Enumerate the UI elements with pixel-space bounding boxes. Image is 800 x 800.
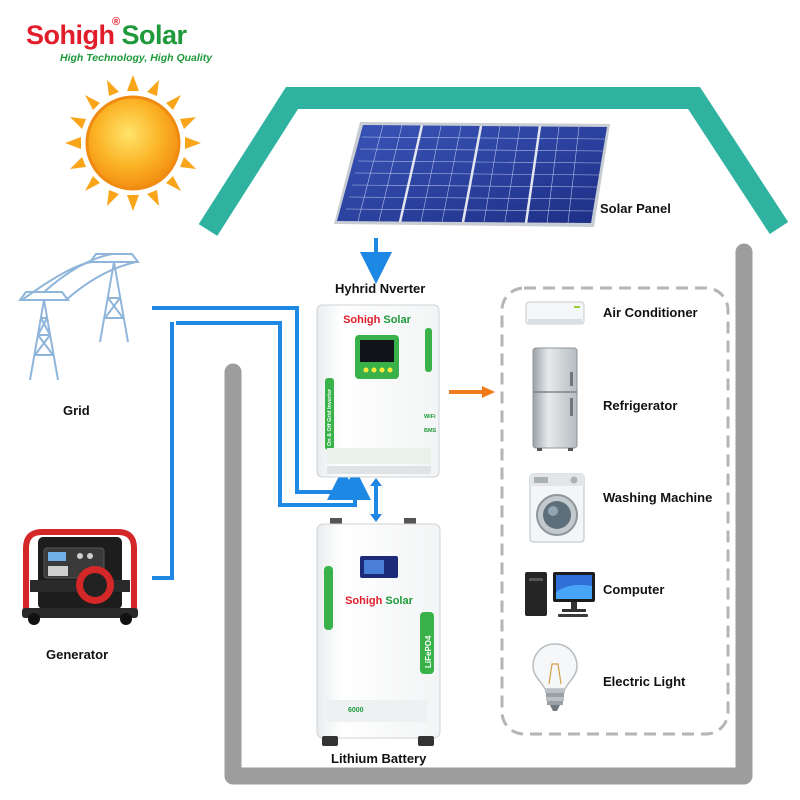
power-tower-icon (18, 253, 140, 381)
load-label-air-conditioner: Air Conditioner (603, 305, 698, 320)
load-label-refrigerator: Refrigerator (603, 398, 678, 413)
brand-name-part1: Sohigh (26, 20, 115, 50)
brand-name: Sohigh Solar (26, 20, 212, 50)
washing-machine-icon (529, 473, 585, 543)
load-label-computer: Computer (603, 582, 665, 597)
generator-label: Generator (46, 647, 109, 662)
solar-panel-icon (334, 122, 610, 227)
inverter-wifi-text: WiFi (424, 414, 436, 420)
generator-icon (22, 529, 138, 625)
load-label-electric-light: Electric Light (603, 674, 686, 689)
computer-icon (525, 572, 595, 617)
house-frame (224, 243, 753, 785)
load-label-washing-machine: Washing Machine (603, 490, 713, 505)
blue-wiring (152, 238, 392, 580)
loads-box (500, 286, 730, 736)
registered-mark: ® (112, 16, 121, 28)
inverter-label: Hyhrid Nverter (335, 281, 426, 296)
battery-icon (316, 518, 441, 746)
refrigerator-icon (532, 347, 578, 451)
grid-label: Grid (63, 403, 90, 418)
inverter-side-text: On & Off Grid Inverter (327, 388, 333, 446)
light-bulb-icon (532, 643, 578, 711)
sun-icon (65, 75, 201, 211)
air-conditioner-icon (525, 301, 585, 325)
battery-cycles-text: 6000 (348, 707, 364, 714)
output-arrow (449, 386, 495, 398)
house-roof (198, 87, 789, 236)
solar-panel-label: Solar Panel (600, 201, 671, 216)
inverter-icon (316, 304, 440, 478)
brand-logo: Sohigh Solar ® High Technology, High Qua… (26, 16, 213, 64)
battery-side-text: LiFePO4 (424, 635, 433, 668)
inverter-bms-text: BMS (424, 428, 437, 434)
battery-label: Lithium Battery (331, 751, 427, 766)
brand-name-part2: Solar (121, 20, 188, 50)
brand-tagline: High Technology, High Quality (60, 52, 213, 64)
